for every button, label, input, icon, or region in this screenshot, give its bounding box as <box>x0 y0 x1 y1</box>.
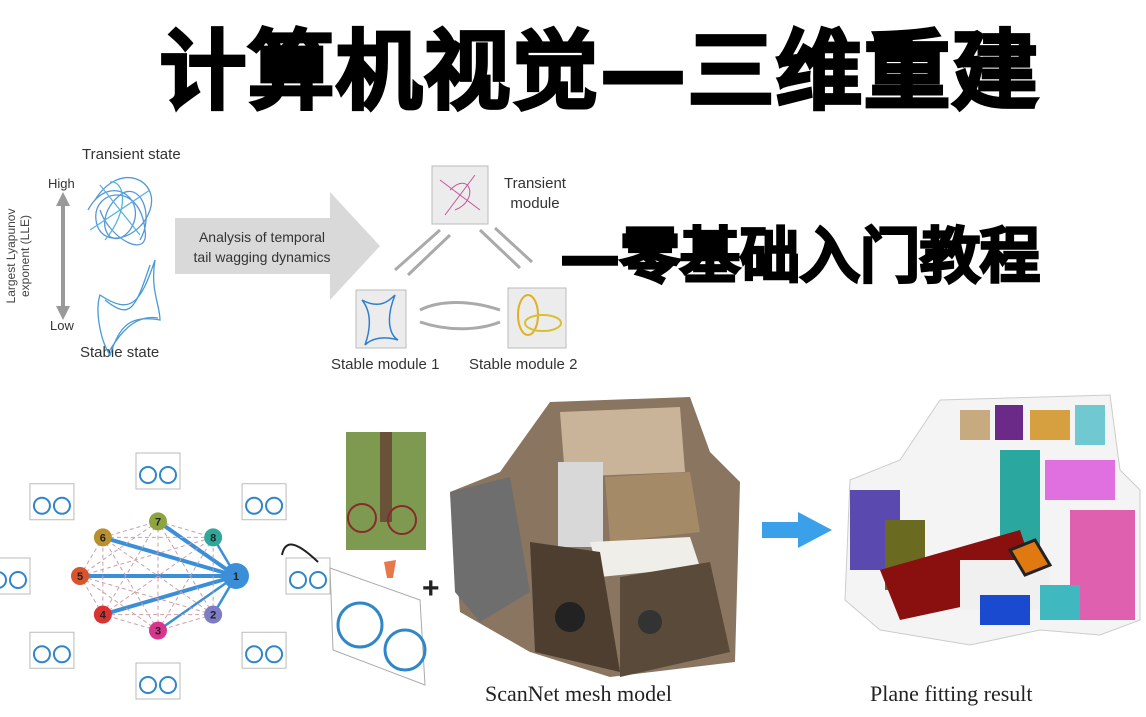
arrow-text-line1: Analysis of temporal <box>199 229 325 245</box>
dynamics-graphics: Analysis of temporal tail wagging dynami… <box>56 165 567 357</box>
bicycle-wheel <box>383 628 427 672</box>
graph-edge <box>102 536 214 616</box>
graph-edge <box>102 574 237 617</box>
graph-node <box>149 512 167 531</box>
bicycle-3d-box <box>329 567 426 686</box>
bicycle-grid-thumbnail <box>241 631 287 669</box>
bicycle-graph-figure: 1 2 3 4 5 6 7 8 <box>0 432 427 700</box>
graph-edge <box>79 536 214 577</box>
graph-edge <box>79 575 214 616</box>
analysis-arrow-icon <box>175 192 380 300</box>
mesh-caption: ScanNet mesh model <box>485 681 672 706</box>
tree-trunk <box>380 432 392 522</box>
page-title: 计算机视觉—三维重建 <box>159 21 1040 124</box>
bicycle-wheel <box>336 601 384 649</box>
graph-edge <box>157 520 214 538</box>
graph-node <box>93 605 112 624</box>
transient-module-line1: Transient <box>504 175 566 192</box>
graph-node <box>93 528 112 547</box>
photo-wheel <box>347 503 377 533</box>
plane-fitting-caption: Plane fitting result <box>870 681 1033 706</box>
stable-module-2-cube-icon <box>507 287 567 349</box>
stable-state-label: Stable state <box>80 344 160 361</box>
stable-module-1-label: Stable module 1 <box>331 356 440 373</box>
transient-module-cube-icon <box>431 165 489 225</box>
scannet-mesh-image <box>450 397 740 677</box>
page-subtitle: —零基础入门教程 <box>559 221 1042 294</box>
bicycle-grid-thumbnail <box>135 452 181 490</box>
graph-edge <box>102 614 159 632</box>
low-label: Low <box>50 318 74 333</box>
right-arrow-icon <box>762 512 832 548</box>
graph-node-label: 4 <box>100 610 107 622</box>
graph-edge <box>102 535 237 578</box>
graph-node-label: 7 <box>155 516 161 528</box>
photo-wheel <box>387 505 417 535</box>
graph-edge <box>102 520 159 538</box>
graph-node <box>204 528 223 547</box>
arrow-text-line2: tail wagging dynamics <box>194 249 331 265</box>
graph-edge <box>79 520 159 577</box>
lle-double-arrow-icon <box>56 192 70 320</box>
plus-sign: + <box>422 572 440 605</box>
graph-edge <box>157 574 237 632</box>
bicycle-grid-thumbnail <box>0 557 31 595</box>
stable-module-2-label: Stable module 2 <box>469 356 578 373</box>
transient-module-line2: module <box>510 195 560 212</box>
graph-node-label: 1 <box>233 571 239 583</box>
graph-node-label: 2 <box>210 610 216 622</box>
dynamics-figure: Transient state Stable state High Low La… <box>0 140 600 380</box>
bicycle-grid-thumbnail <box>29 483 75 521</box>
cycle-arrows-icon <box>394 226 534 331</box>
plane-fitting-image <box>844 394 1141 646</box>
cabinets <box>560 407 685 477</box>
bicycle-grid-thumbnail <box>285 557 331 595</box>
graph-edge <box>79 575 159 632</box>
graph-node-label: 3 <box>155 626 161 638</box>
bicycle-grid-thumbnail <box>29 631 75 669</box>
stable-module-1-cube-icon <box>355 289 407 349</box>
transient-module-label: Transient module <box>504 174 566 214</box>
graph-node <box>223 563 249 589</box>
graph-node <box>149 621 167 640</box>
stable-attractor-icon <box>97 259 161 357</box>
camera-icon <box>384 560 396 578</box>
graph-edge <box>157 614 214 632</box>
graph-node-label: 5 <box>77 571 83 583</box>
graph-node-label: 6 <box>100 532 106 544</box>
graph-node-label: 8 <box>210 532 216 544</box>
transient-attractor-icon <box>87 176 153 246</box>
graph-node <box>204 605 223 624</box>
graph-node <box>71 567 89 585</box>
transient-state-label: Transient state <box>82 146 181 163</box>
high-label: High <box>48 176 75 191</box>
curved-arrow-icon <box>281 543 319 563</box>
bicycle-grid-thumbnail <box>241 483 287 521</box>
bicycle-grid-thumbnail <box>135 662 181 700</box>
graph-edge <box>102 536 214 616</box>
